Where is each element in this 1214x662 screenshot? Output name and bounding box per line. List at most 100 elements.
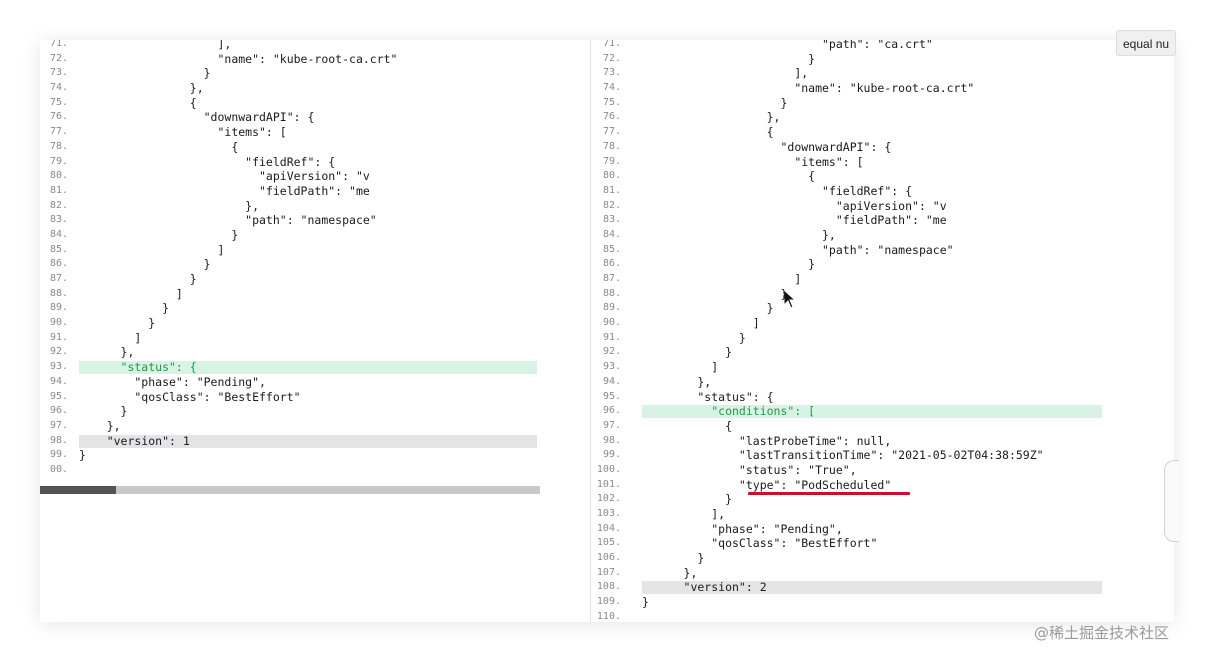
line-text: "fieldPath": "me xyxy=(642,213,947,228)
line-number: 77. xyxy=(49,126,68,138)
line-number: 96. xyxy=(49,405,68,417)
line-text: } xyxy=(79,448,86,463)
line-text: } xyxy=(642,492,733,507)
code-line: 84. } xyxy=(40,228,590,243)
line-number: 83. xyxy=(602,214,621,226)
line-number: 83. xyxy=(49,214,68,226)
line-text: "apiVersion": "v xyxy=(642,198,947,213)
left-diff-pane[interactable]: 71. ],72. "name": "kube-root-ca.crt"73. … xyxy=(40,40,590,622)
line-text: }, xyxy=(642,374,712,389)
line-number: 81. xyxy=(49,184,68,196)
code-line: 100. "status": "True", xyxy=(591,463,1174,478)
line-text: }, xyxy=(642,110,781,125)
side-panel-handle[interactable] xyxy=(1164,460,1179,542)
line-number: 81. xyxy=(602,184,621,196)
line-text: "status": { xyxy=(642,389,774,404)
line-number: 86. xyxy=(49,258,68,270)
line-number: 79. xyxy=(49,155,68,167)
line-text: }, xyxy=(79,418,121,433)
horizontal-scrollbar-thumb[interactable] xyxy=(40,486,116,494)
line-text: "fieldRef": { xyxy=(79,154,336,169)
code-line: 75. } xyxy=(591,96,1174,111)
code-line: 71. "path": "ca.crt" xyxy=(591,40,1174,52)
line-number: 91. xyxy=(602,331,621,343)
line-number: 91. xyxy=(49,331,68,343)
code-line: 106. } xyxy=(591,551,1174,566)
line-number: 76. xyxy=(602,111,621,123)
watermark: @稀土掘金技术社区 xyxy=(1034,624,1170,642)
line-number: 105. xyxy=(596,537,621,549)
line-text: "phase": "Pending", xyxy=(79,374,266,389)
line-number: 82. xyxy=(49,199,68,211)
code-line: 99. "lastTransitionTime": "2021-05-02T04… xyxy=(591,448,1174,463)
right-diff-pane[interactable]: 71. "path": "ca.crt"72. }73. ],74. "name… xyxy=(590,40,1174,622)
line-number: 96. xyxy=(602,405,621,417)
code-line: 86. } xyxy=(591,257,1174,272)
line-number: 107. xyxy=(596,566,621,578)
line-text: { xyxy=(79,139,239,154)
line-text: "downwardAPI": { xyxy=(642,139,892,154)
line-number: 74. xyxy=(49,82,68,94)
code-line: 104. "phase": "Pending", xyxy=(591,522,1174,537)
line-text: "status": { xyxy=(79,360,197,375)
line-text: ] xyxy=(642,316,760,331)
code-line: 88. ] xyxy=(40,287,590,302)
line-number: 99. xyxy=(49,449,68,461)
line-highlight xyxy=(642,581,1102,595)
code-line: 75. { xyxy=(40,96,590,111)
line-number: 79. xyxy=(602,155,621,167)
code-line: 90. } xyxy=(40,316,590,331)
line-number: 100. xyxy=(596,463,621,475)
tooltip: equal nu xyxy=(1116,30,1176,56)
line-text: "name": "kube-root-ca.crt" xyxy=(642,81,975,96)
mouse-pointer-icon xyxy=(783,289,797,309)
line-number: 73. xyxy=(49,67,68,79)
line-text: ] xyxy=(642,360,719,375)
line-number: 71. xyxy=(602,40,621,49)
code-line: 84. }, xyxy=(591,228,1174,243)
code-line: 102. } xyxy=(591,492,1174,507)
added-code-line: 96. "conditions": [ xyxy=(591,404,1174,419)
line-number: 00. xyxy=(49,463,68,475)
code-line: 97. }, xyxy=(40,419,590,434)
code-line: 94. "phase": "Pending", xyxy=(40,375,590,390)
line-number: 82. xyxy=(602,199,621,211)
line-number: 76. xyxy=(49,111,68,123)
code-line: 97. { xyxy=(591,419,1174,434)
line-number: 87. xyxy=(49,273,68,284)
line-text: } xyxy=(79,272,197,286)
line-number: 75. xyxy=(602,96,621,108)
line-number: 110. xyxy=(596,610,621,622)
line-text: "path": "namespace" xyxy=(642,242,954,257)
line-text: "status": "True", xyxy=(642,462,857,477)
code-line: 86. } xyxy=(40,257,590,272)
line-number: 90. xyxy=(49,317,68,329)
horizontal-scrollbar-track[interactable] xyxy=(40,486,540,494)
line-text: { xyxy=(79,95,197,110)
code-line: 92. }, xyxy=(40,345,590,360)
code-line: 78. "downwardAPI": { xyxy=(591,140,1174,155)
code-line: 83. "fieldPath": "me xyxy=(591,213,1174,228)
code-line: 81. "fieldRef": { xyxy=(591,184,1174,199)
line-text: "qosClass": "BestEffort" xyxy=(642,536,878,551)
line-text: { xyxy=(642,418,733,433)
code-line: 89. } xyxy=(40,301,590,316)
code-line: 87. } xyxy=(40,272,590,287)
line-text: ] xyxy=(79,242,225,257)
line-highlight xyxy=(79,361,537,375)
line-number: 72. xyxy=(49,52,68,64)
code-line: 00. xyxy=(40,463,590,478)
line-text: "downwardAPI": { xyxy=(79,110,315,125)
line-number: 90. xyxy=(602,317,621,329)
line-number: 98. xyxy=(49,434,68,446)
code-line: 91. ] xyxy=(40,331,590,346)
line-number: 72. xyxy=(602,52,621,64)
right-code-block: 71. "path": "ca.crt"72. }73. ],74. "name… xyxy=(591,40,1174,622)
line-text: "fieldPath": "me xyxy=(79,183,370,198)
line-number: 85. xyxy=(602,243,621,255)
code-line: 95. "status": { xyxy=(591,390,1174,405)
code-line: 85. "path": "namespace" xyxy=(591,243,1174,258)
code-line: 76. "downwardAPI": { xyxy=(40,110,590,125)
line-number: 78. xyxy=(49,140,68,152)
line-number: 97. xyxy=(602,419,621,431)
